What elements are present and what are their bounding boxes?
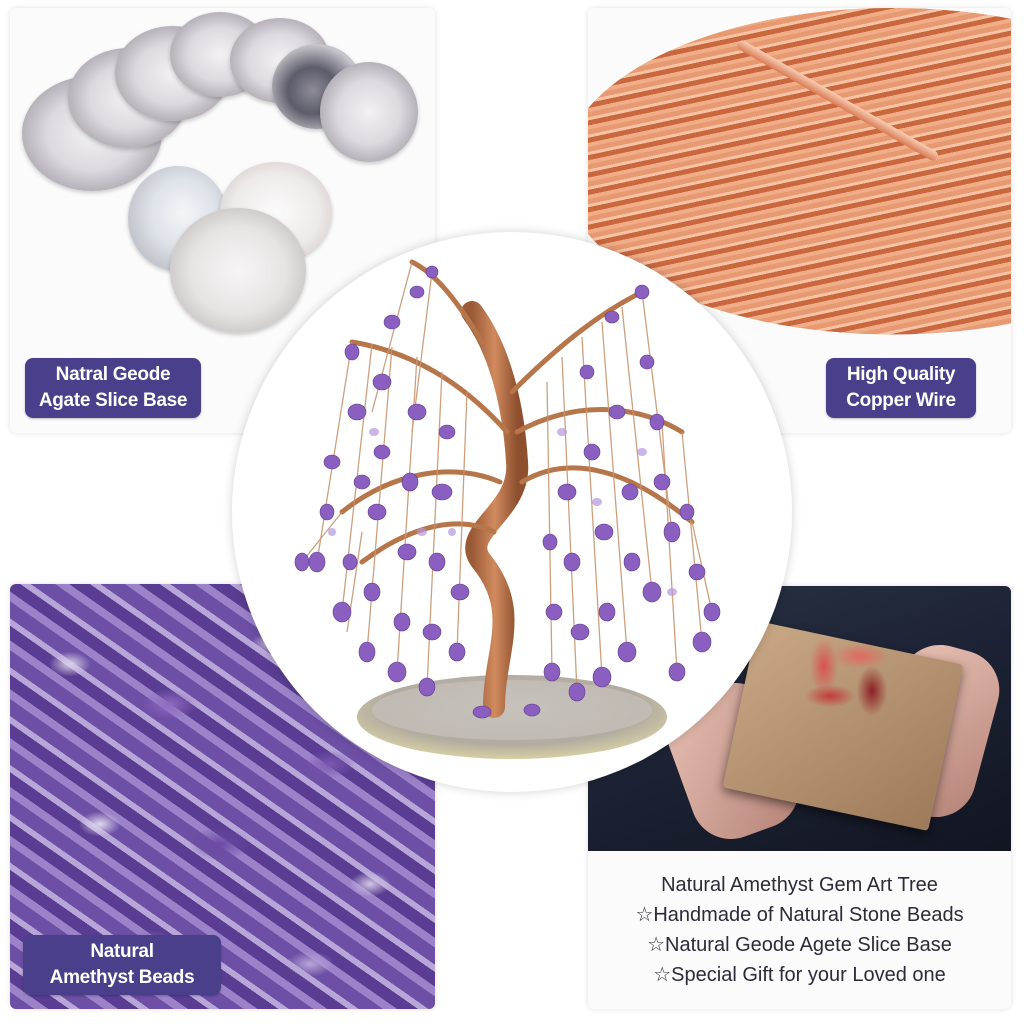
agate-base-badge: Natral Geode Agate Slice Base [25,358,201,418]
amethyst-tree-image [294,259,721,759]
badge-line-2: Amethyst Beads [49,967,195,988]
amethyst-tree-circle [232,232,792,792]
badge-line-1: Natural [90,941,154,962]
caption-bullet: ☆Special Gift for your Loved one [653,964,946,986]
caption-title: Natural Amethyst Gem Art Tree [661,874,938,896]
badge-line-1: Natral Geode [55,364,171,385]
badge-line-2: Agate Slice Base [38,390,188,411]
caption-bullet: ☆Natural Geode Agete Slice Base [647,934,952,956]
copper-wire-badge: High Quality Copper Wire [826,358,976,418]
amethyst-beads-badge: Natural Amethyst Beads [23,935,221,995]
product-caption: Natural Amethyst Gem Art Tree ☆Handmade … [588,870,1011,990]
copper-wire-panel: High Quality Copper Wire [588,8,1011,433]
agate-slices-panel: Natral Geode Agate Slice Base [10,8,435,433]
badge-line-2: Copper Wire [846,390,956,411]
badge-line-1: High Quality [846,364,956,385]
caption-bullet: ☆Handmade of Natural Stone Beads [635,904,964,926]
